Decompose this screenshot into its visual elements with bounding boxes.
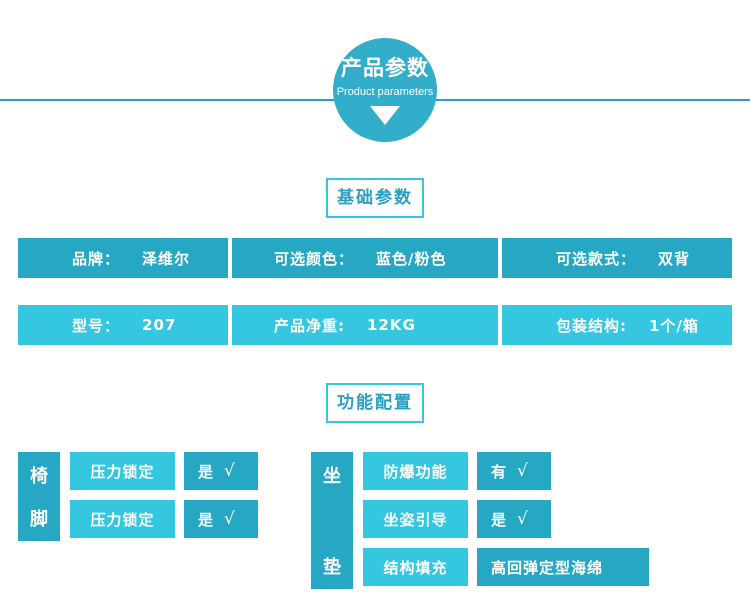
spec-table-row-1: 品牌： 泽维尔 可选颜色： 蓝色/粉色 可选款式： 双背 — [18, 238, 732, 278]
spec-cell-color: 可选颜色： 蓝色/粉色 — [232, 238, 498, 278]
function-value: 有 √ — [477, 452, 551, 490]
spec-value-brand: 泽维尔 — [142, 249, 191, 268]
function-name: 压力锁定 — [70, 500, 175, 538]
spec-cell-weight: 产品净重: 12KG — [232, 305, 498, 345]
function-group-label-seat-cushion: 坐 垫 — [311, 452, 353, 589]
spec-cell-brand: 品牌： 泽维尔 — [18, 238, 228, 278]
function-row: 防爆功能 有 √ — [363, 452, 649, 490]
function-value-text: 是 — [198, 462, 215, 481]
header-banner: 产品参数 Product parameters — [0, 0, 750, 160]
spec-cell-model: 型号： 207 — [18, 305, 228, 345]
badge-title-en: Product parameters — [336, 86, 434, 98]
function-group-seat-cushion: 坐 垫 防爆功能 有 √ 坐姿引导 是 √ 结构填充 高回弹定型海绵 — [311, 452, 649, 589]
spec-divider — [228, 305, 232, 345]
spec-value-weight: 12KG — [367, 316, 416, 334]
spec-value-model: 207 — [142, 316, 177, 334]
check-icon: √ — [224, 461, 236, 481]
spec-divider — [498, 305, 502, 345]
function-rows-seat-cushion: 防爆功能 有 √ 坐姿引导 是 √ 结构填充 高回弹定型海绵 — [363, 452, 649, 589]
function-name: 结构填充 — [363, 548, 468, 586]
function-group-chair-legs: 椅 脚 压力锁定 是 √ 压力锁定 是 √ — [18, 452, 258, 541]
spec-cell-style: 可选款式： 双背 — [502, 238, 732, 278]
section-title-function-config: 功能配置 — [326, 383, 424, 423]
spec-divider — [228, 238, 232, 278]
function-value-text: 高回弹定型海绵 — [491, 558, 604, 577]
spec-value-color: 蓝色/粉色 — [376, 249, 447, 268]
spec-label-color: 可选颜色： — [274, 249, 355, 268]
spec-divider — [498, 238, 502, 278]
spec-cell-packaging: 包装结构: 1个/箱 — [502, 305, 732, 345]
check-icon: √ — [224, 509, 236, 529]
function-name: 坐姿引导 — [363, 500, 468, 538]
function-group-label-char-1: 坐 — [323, 466, 341, 487]
section-title-basic-parameters: 基础参数 — [326, 178, 424, 218]
function-group-label-char-1: 椅 — [30, 466, 48, 487]
check-icon: √ — [517, 461, 529, 481]
function-value-text: 是 — [491, 510, 508, 529]
function-value-text: 有 — [491, 462, 508, 481]
function-value: 高回弹定型海绵 — [477, 548, 649, 586]
function-group-label-chair-legs: 椅 脚 — [18, 452, 60, 541]
function-row: 压力锁定 是 √ — [70, 452, 258, 490]
spec-label-model: 型号： — [72, 316, 121, 335]
function-group-label-char-2: 垫 — [323, 557, 341, 578]
spec-label-brand: 品牌： — [72, 249, 121, 268]
function-rows-chair-legs: 压力锁定 是 √ 压力锁定 是 √ — [70, 452, 258, 541]
function-row: 结构填充 高回弹定型海绵 — [363, 548, 649, 586]
function-value: 是 √ — [184, 452, 258, 490]
function-row: 压力锁定 是 √ — [70, 500, 258, 538]
function-row: 坐姿引导 是 √ — [363, 500, 649, 538]
spec-label-weight: 产品净重: — [274, 316, 345, 335]
spec-value-style: 双背 — [658, 249, 691, 268]
triangle-down-icon — [370, 106, 400, 125]
spec-value-packaging: 1个/箱 — [649, 316, 699, 335]
function-value: 是 √ — [184, 500, 258, 538]
check-icon: √ — [517, 509, 529, 529]
badge-title-cn: 产品参数 — [341, 56, 429, 80]
function-name: 压力锁定 — [70, 452, 175, 490]
function-group-label-char-2: 脚 — [30, 509, 48, 530]
function-value-text: 是 — [198, 510, 215, 529]
spec-label-packaging: 包装结构: — [556, 316, 627, 335]
spec-label-style: 可选款式： — [556, 249, 637, 268]
function-name: 防爆功能 — [363, 452, 468, 490]
product-parameters-badge: 产品参数 Product parameters — [333, 38, 437, 142]
function-value: 是 √ — [477, 500, 551, 538]
spec-table-row-2: 型号： 207 产品净重: 12KG 包装结构: 1个/箱 — [18, 305, 732, 345]
